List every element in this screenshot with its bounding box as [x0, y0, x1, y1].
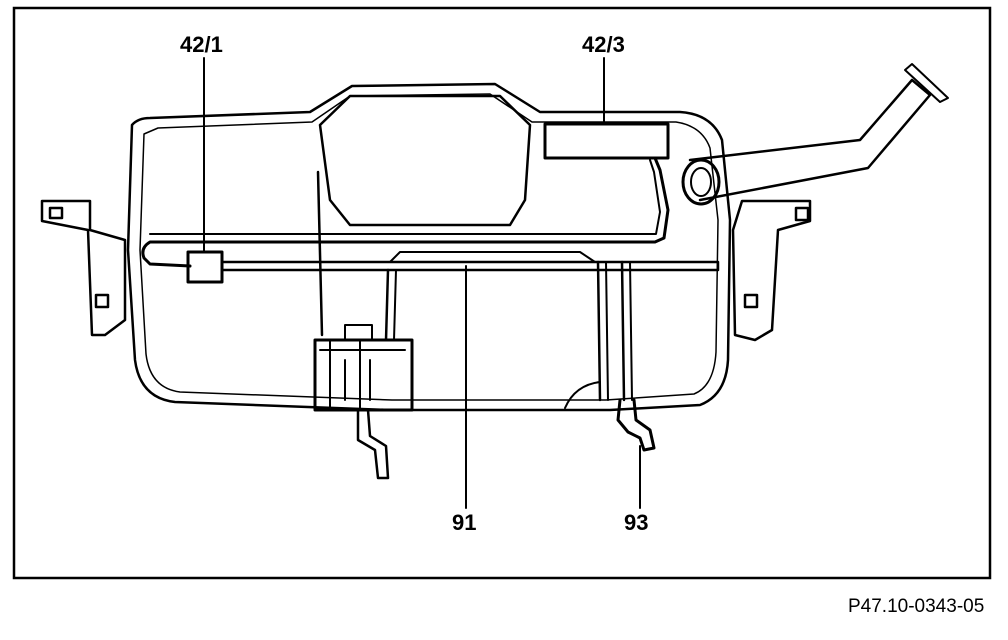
figure-reference-code: P47.10-0343-05 — [848, 596, 985, 617]
right-bracket-hole-lower — [743, 293, 759, 309]
left-bracket-hole-upper — [48, 206, 64, 220]
filler-neck-opening — [681, 158, 721, 206]
tank-outline — [126, 82, 732, 412]
fuel-pump-cap — [344, 324, 373, 341]
left-bracket-hole-lower — [94, 293, 110, 309]
tank-bottom-curve — [564, 381, 601, 409]
upper-wiring-harness — [141, 156, 670, 268]
pump-outlet-pipe — [356, 408, 390, 480]
right-vertical-line-d — [629, 261, 633, 401]
filler-neck-opening-inner — [690, 167, 712, 197]
component-42-3-box — [543, 122, 670, 160]
right-mounting-bracket — [731, 199, 812, 342]
label-93: 93 — [624, 510, 648, 535]
pump-feed-line-inner — [393, 269, 397, 341]
filler-neck-flange — [904, 63, 949, 103]
label-42-1: 42/1 — [180, 32, 223, 57]
line-93-outlet — [616, 398, 656, 452]
left-vertical-line — [316, 170, 324, 337]
label-42-3: 42/3 — [582, 32, 625, 57]
tank-inner-outline — [139, 93, 719, 401]
right-vertical-line-a — [596, 260, 602, 402]
pump-feed-line — [384, 268, 390, 342]
upper-wiring-harness-inner — [149, 159, 661, 235]
component-42-1-box — [186, 250, 224, 284]
right-bracket-hole-upper — [794, 206, 810, 222]
diagram-border — [12, 6, 992, 580]
left-mounting-bracket — [40, 199, 127, 337]
line-91-hump — [389, 251, 596, 263]
right-vertical-line-b — [605, 261, 609, 401]
right-vertical-line-c — [620, 260, 626, 402]
fuel-pump-detail — [319, 339, 406, 411]
line-91-horizontal — [220, 260, 720, 272]
filler-neck — [688, 78, 932, 202]
fuel-pump-unit — [313, 338, 414, 412]
tank-center-dome — [318, 94, 532, 227]
label-91: 91 — [452, 510, 476, 535]
